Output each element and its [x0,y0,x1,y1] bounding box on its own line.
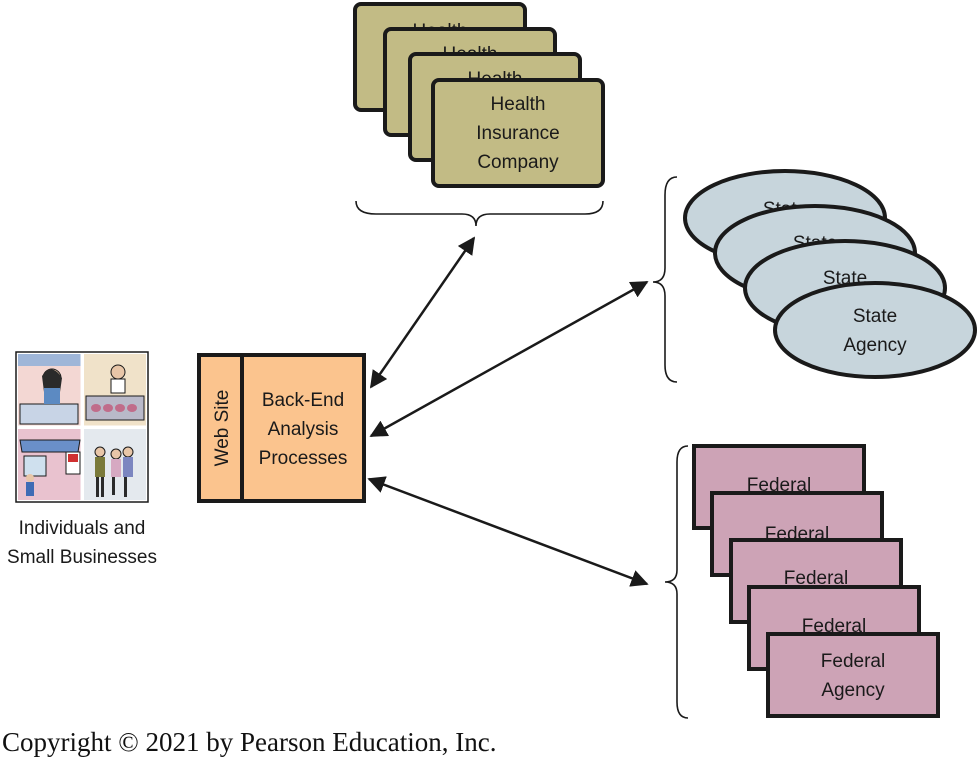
people-label: Individuals and Small Businesses [0,514,164,572]
federal-stack: Federal Federal Federal Federal Federal … [692,444,940,718]
state-front-line-1: State [853,306,897,327]
insurance-stack: Health Health Health Health Insurance Co… [353,2,605,188]
state-ellipse-front [773,281,977,379]
website-box-outline [197,353,366,503]
state-front-line-2: Agency [843,335,907,356]
website-line-2: Analysis [268,419,339,440]
copyright-notice: Copyright © 2021 by Pearson Education, I… [2,727,497,757]
arrow-state [369,280,649,438]
federal-front-line-2: Agency [821,680,885,701]
website-box: Web Site Back-End Analysis Processes [197,353,366,503]
people-business-illustration [15,351,149,503]
people-label-line-1: Individuals and [18,518,146,539]
website-line-1: Back-End [262,390,344,411]
federal-brace [664,445,689,719]
arrow-insurance [369,236,476,389]
insurance-brace [355,200,604,227]
website-line-3: Processes [259,448,348,469]
federal-box-back-2-label: Federal [784,568,848,589]
insurance-front-line-3: Company [477,152,559,173]
people-label-line-2: Small Businesses [7,547,157,568]
insurance-box-front [431,78,605,188]
state-brace [652,176,678,383]
federal-front-line-1: Federal [821,651,885,672]
website-side-label: Web Site [212,390,233,467]
insurance-front-line-2: Insurance [476,123,559,144]
federal-box-back-1-label: Federal [802,616,866,637]
state-stack: State State State State Agency [683,169,977,379]
arrow-federal [367,476,649,587]
insurance-front-line-1: Health [491,94,546,115]
federal-box-back-4-label: Federal [747,475,811,496]
federal-box-front [766,632,940,718]
